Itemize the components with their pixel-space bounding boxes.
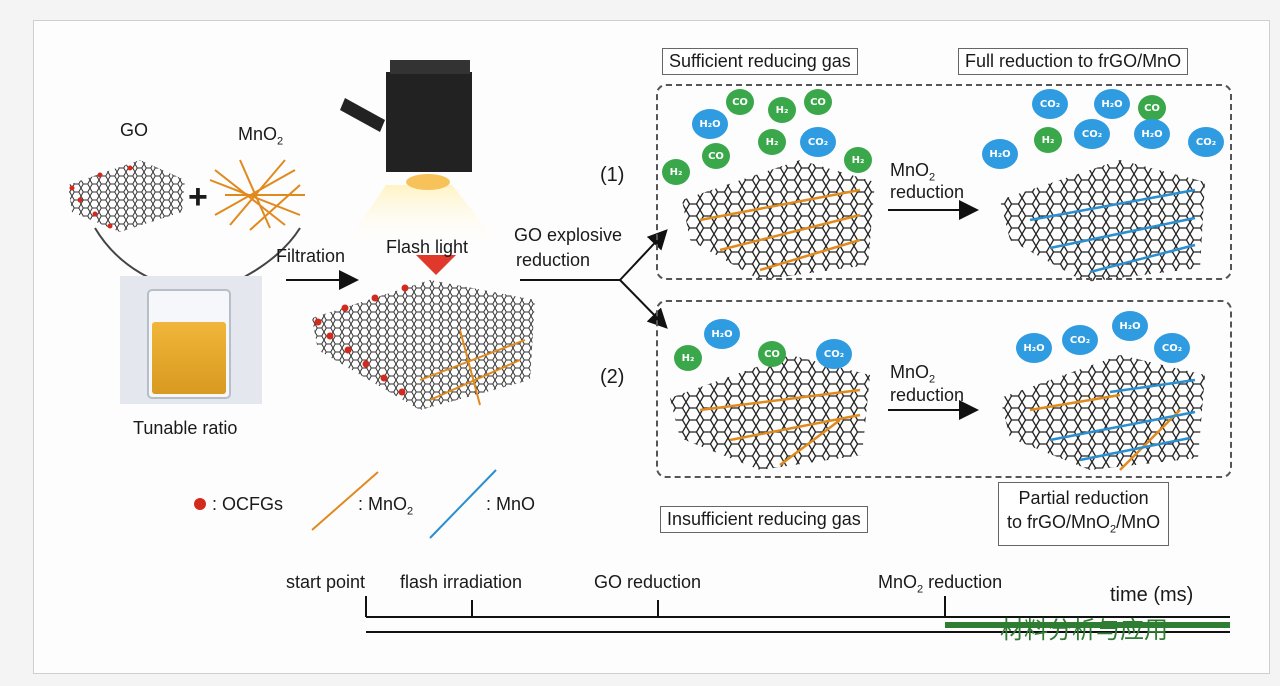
gas-co2-bubble: CO₂: [800, 127, 836, 157]
gas-co-bubble: CO: [702, 143, 730, 169]
gas-h2-bubble: H₂: [758, 129, 786, 155]
watermark: 材料分析与应用: [1000, 616, 1168, 644]
legend-mno2-line: [311, 471, 379, 531]
flash-light-label: Flash light: [386, 237, 469, 257]
mno2-reduction-2: MnO2: [890, 362, 936, 386]
gas-h2-bubble: H₂: [1034, 127, 1062, 153]
gas-h2o-bubble: H₂O: [1134, 119, 1170, 149]
panel2-right-sheet: [1000, 355, 1205, 471]
timeline-axis-label: time (ms): [1110, 584, 1194, 606]
go-sheet: [68, 160, 185, 232]
beaker-photo: [120, 276, 262, 404]
beaker-label: Tunable ratio: [133, 418, 238, 438]
flash-lamp: [340, 60, 500, 245]
go-label: GO: [120, 120, 149, 140]
flashed-sheet: [312, 280, 535, 410]
go-explosive-label: GO explosive: [514, 225, 623, 245]
panel1-right-sheet: [1000, 160, 1205, 282]
gas-co2-bubble: CO₂: [1188, 127, 1224, 157]
panel-sufficient: [656, 84, 1232, 280]
gas-co-bubble: CO: [1138, 95, 1166, 121]
gas-h2-bubble: H₂: [662, 159, 690, 185]
timeline: [365, 596, 1230, 633]
branch-arrows: [520, 229, 668, 329]
gas-co2-bubble: CO₂: [1154, 333, 1190, 363]
timeline-mno2-label: MnO2 reduction: [878, 572, 1003, 596]
pathway-2-label: (2): [600, 366, 625, 388]
timeline-go-label: GO reduction: [594, 572, 702, 592]
gas-co-bubble: CO: [758, 341, 786, 367]
plus-sign: +: [188, 178, 208, 216]
flash-red-arrow: [416, 255, 456, 275]
legend-mno-label: : MnO: [486, 494, 536, 514]
gas-h2-bubble: H₂: [844, 147, 872, 173]
gas-co-bubble: CO: [804, 89, 832, 115]
mno2-label: MnO2: [238, 124, 284, 148]
sufficient-gas-box: Sufficient reducing gas: [662, 48, 858, 75]
gas-co2-bubble: CO₂: [1032, 89, 1068, 119]
gas-co-bubble: CO: [726, 89, 754, 115]
gas-h2-bubble: H₂: [768, 97, 796, 123]
gas-h2o-bubble: H₂O: [1112, 311, 1148, 341]
mno2-reduction-1: MnO2: [890, 160, 936, 184]
gas-h2o-bubble: H₂O: [982, 139, 1018, 169]
gas-h2o-bubble: H₂O: [1094, 89, 1130, 119]
gas-h2o-bubble: H₂O: [692, 109, 728, 139]
timeline-start-label: start point: [286, 572, 366, 592]
go-explosive-label-2: reduction: [516, 250, 591, 270]
legend-ocfg-dot: [194, 498, 206, 510]
gas-h2o-bubble: H₂O: [704, 319, 740, 349]
gas-co2-bubble: CO₂: [816, 339, 852, 369]
mno2-needles: [209, 159, 305, 231]
gas-co2-bubble: CO₂: [1074, 119, 1110, 149]
panel1-left-sheet: [682, 160, 875, 280]
gas-h2-bubble: H₂: [674, 345, 702, 371]
insufficient-gas-box: Insufficient reducing gas: [660, 506, 868, 533]
gas-h2o-bubble: H₂O: [1016, 333, 1052, 363]
legend-mno-line: [429, 469, 497, 539]
full-reduction-box: Full reduction to frGO/MnO: [958, 48, 1189, 75]
panel2-left-sheet: [670, 355, 870, 470]
legend-ocfg-label: : OCFGs: [212, 494, 283, 514]
partial-reduction-box: Partial reduction to frGO/MnO2/MnO: [998, 482, 1170, 546]
pathway-1-label: (1): [600, 164, 625, 186]
legend-mno2-label: : MnO2: [358, 494, 414, 518]
panel-insufficient: [656, 300, 1232, 478]
gas-co2-bubble: CO₂: [1062, 325, 1098, 355]
filtration-label: Filtration: [276, 246, 346, 266]
timeline-flash-label: flash irradiation: [400, 572, 523, 592]
mno2-reduction-1b: reduction: [890, 182, 965, 202]
mno2-reduction-2b: reduction: [890, 385, 965, 405]
